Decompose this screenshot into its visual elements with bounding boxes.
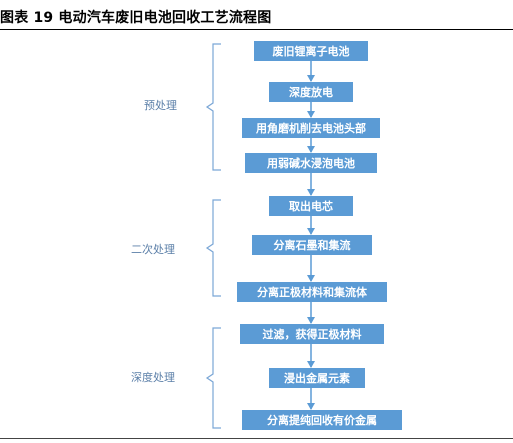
title-bar: 图表 19 电动汽车废旧电池回收工艺流程图 [0,0,513,30]
stage-brackets [205,43,221,429]
step-box: 取出电芯 [269,196,353,216]
step-box: 用角磨机削去电池头部 [242,118,380,138]
bottom-rule [0,438,513,439]
stage-label-pretreatment: 预处理 [144,99,177,112]
step-box: 分离正极材料和集流体 [237,282,387,302]
step-box: 浸出金属元素 [269,368,365,388]
stage-bracket [205,327,221,429]
step-box: 分离提纯回收有价金属 [242,410,402,430]
step-box: 分离石墨和集流 [252,235,372,255]
stage-label-secondary: 二次处理 [131,243,175,256]
figure-title: 图表 19 电动汽车废旧电池回收工艺流程图 [0,10,272,26]
stage-label-deep: 深度处理 [131,371,175,384]
stage-bracket [205,43,221,171]
step-box: 过滤，获得正极材料 [240,324,384,344]
stage-bracket [205,199,221,297]
step-box: 用弱碱水浸泡电池 [245,153,377,173]
step-box: 深度放电 [269,82,353,102]
step-box: 废旧锂离子电池 [254,41,368,61]
